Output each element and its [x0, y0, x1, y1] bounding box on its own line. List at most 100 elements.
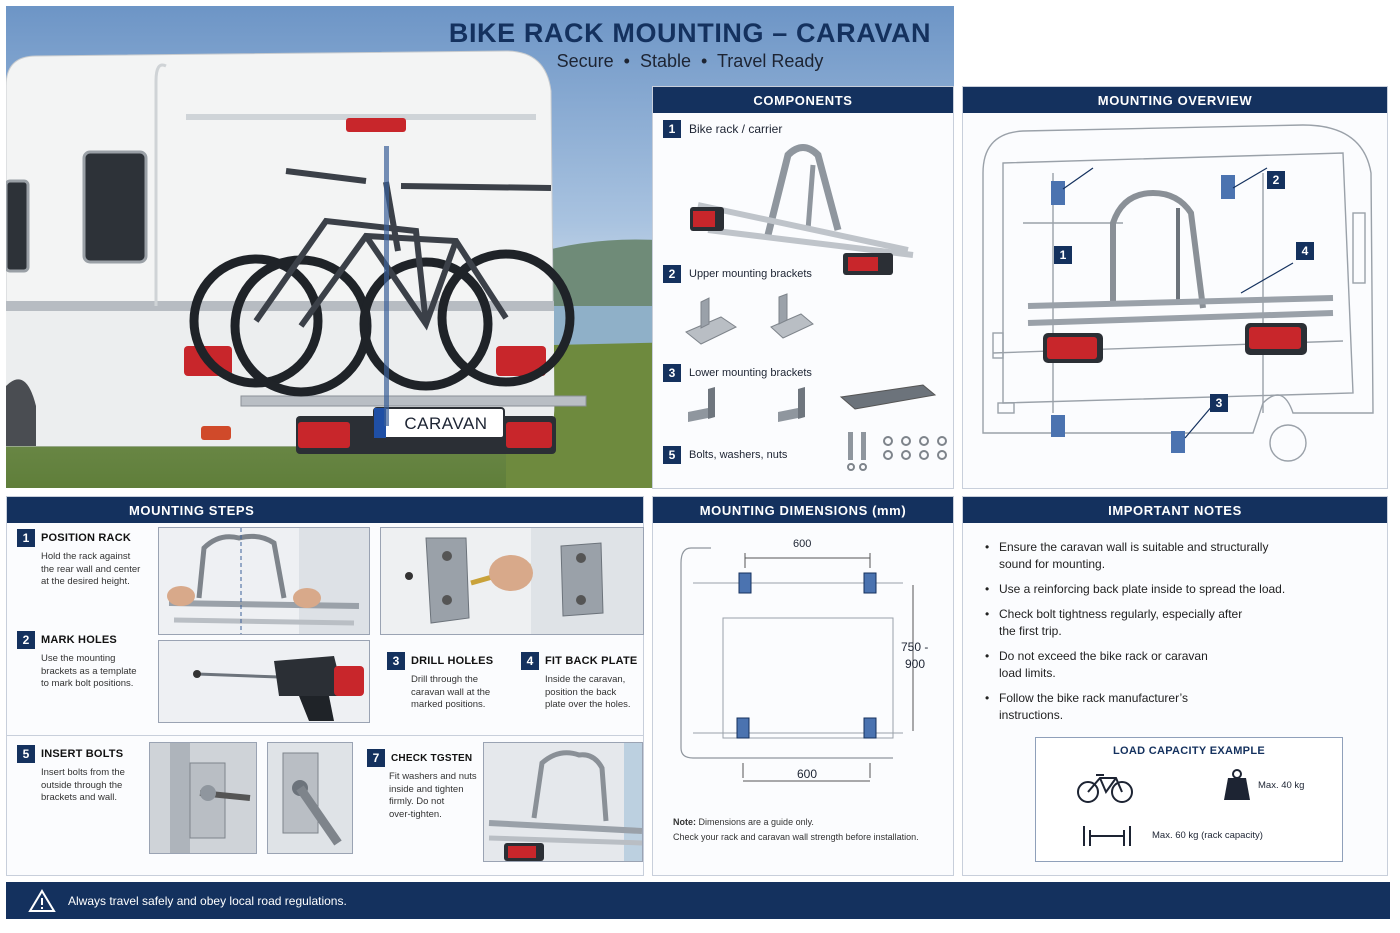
component-number: 5 [663, 446, 681, 464]
step-3: 3 DRILL HOLŁES Drill through the caravan… [387, 652, 515, 712]
dimensions-diagram [680, 547, 914, 782]
steps-divider [7, 735, 643, 736]
step-7: 7 CHECK TGSTEN Fit washers and nuts insi… [367, 749, 483, 821]
step-desc-line: Insert bolts from the [41, 767, 125, 778]
note-item: Ensure the caravan wall is suitable and … [985, 539, 1380, 573]
footer-text: Always travel safely and obey local road… [68, 893, 347, 908]
bicycle-icon [1077, 774, 1133, 803]
step-title: INSERT BOLTS [41, 748, 124, 760]
component-number: 1 [663, 120, 681, 138]
components-heading: COMPONENTS [653, 87, 953, 113]
component-label: Bolts, washers, nuts [689, 449, 788, 461]
rack-icon [1083, 826, 1131, 846]
note-item: Check bolt tightness regularly, especial… [985, 606, 1380, 640]
load-capacity-heading: LOAD CAPACITY EXAMPLE [1113, 745, 1265, 757]
overview-heading: MOUNTING OVERVIEW [963, 87, 1387, 113]
step-number: 3 [387, 652, 405, 670]
step-desc-line: outside through the [41, 779, 123, 791]
page-subtitle: Secure • Stable • Travel Ready [556, 51, 824, 71]
step-desc-line: position the back [545, 686, 617, 698]
component-item-3: 3 Lower mounting brackets [663, 364, 812, 382]
warning-icon [28, 888, 56, 912]
notes-list: Ensure the caravan wall is suitable and … [985, 539, 1380, 732]
caravan-illustration [6, 50, 954, 488]
step-number: 1 [17, 529, 35, 547]
step-2: 2 MARK HOLES Use the mounting brackets a… [17, 631, 157, 691]
step-number: 5 [17, 745, 35, 763]
dimensions-note: Note: Dimensions are a guide only. [673, 817, 814, 827]
step-5-photo-a [149, 742, 257, 854]
component-label: Lower mounting brackets [689, 367, 812, 379]
overview-panel: MOUNTING OVERVIEW [962, 86, 1388, 489]
step-3-photo [158, 640, 370, 723]
dimensions-note-line2: Check your rack and caravan wall strengt… [673, 832, 919, 842]
step-desc-line: to mark bolt positions. [41, 678, 134, 689]
dim-height-line2: 900 [905, 657, 926, 671]
step-desc-line: plate over the holes. [545, 699, 631, 710]
overview-callout-1: 1 [1054, 246, 1072, 264]
step-7-photo [483, 742, 643, 862]
page-title: BIKE RACK MOUNTING – CARAVAN [448, 18, 932, 48]
bike-rack-icon [690, 144, 914, 275]
footer-bar: Always travel safely and obey local road… [6, 882, 1390, 919]
note-item: Do not exceed the bike rack or caravanlo… [985, 648, 1380, 682]
license-plate-text: CARAVAN [404, 414, 488, 433]
dim-bottom-width: 600 [797, 767, 818, 781]
note-text: Dimensions are a guide only. [698, 817, 814, 827]
overview-callout-4: 4 [1296, 242, 1314, 260]
component-item-5: 5 Bolts, washers, nuts [663, 446, 787, 464]
step-5-photo-b [267, 742, 353, 854]
step-title: CHECK TGSTEN [391, 752, 473, 764]
step-desc-line: marked positions. [411, 699, 486, 710]
note-item: Follow the bike rack manufacturer’sinstr… [985, 690, 1380, 724]
step-desc-line: at the desired height. [41, 576, 130, 587]
component-item-2: 2 Upper mounting brackets [663, 265, 812, 283]
component-number: 3 [663, 364, 681, 382]
dimensions-panel: MOUNTING DIMENSIONS (mm) 600 750 - 900 6… [652, 496, 954, 876]
overview-callout-2: 2 [1267, 171, 1285, 189]
dim-height-line1: 750 - [901, 640, 929, 654]
note-label: Note: [673, 817, 696, 827]
notes-heading: IMPORTANT NOTES [963, 497, 1387, 523]
steps-heading: MOUNTING STEPS [7, 497, 643, 523]
step-4: 4 FIT BACK PLATE Inside the caravan, pos… [521, 652, 645, 712]
step-desc-line: Use the mounting [41, 653, 116, 664]
step-desc-line: the rear wall and center [41, 563, 141, 575]
overview-diagram [982, 124, 1374, 462]
load-capacity-box: LOAD CAPACITY EXAMPLE Max. 40 kg Max. 60… [1035, 737, 1343, 862]
step-desc-line: firmly. Do not [389, 796, 445, 807]
lower-bracket-icon [688, 384, 937, 422]
step-desc-line: Fit washers and nuts [389, 771, 477, 782]
step-desc-line: inside and tighten [389, 783, 464, 795]
notes-panel: IMPORTANT NOTES Ensure the caravan wall … [962, 496, 1388, 876]
note-item: Use a reinforcing back plate inside to s… [985, 581, 1380, 598]
step-desc-line: Hold the rack against [41, 551, 131, 562]
step-1-photo [158, 527, 370, 635]
step-desc-line: Drill through the [411, 674, 479, 685]
step-desc-line: brackets as a template [41, 665, 137, 677]
weight-icon [1224, 769, 1250, 800]
component-item-1: 1 Bike rack / carrier [663, 120, 782, 138]
dimensions-heading: MOUNTING DIMENSIONS (mm) [653, 497, 953, 523]
step-desc-line: Inside the caravan, [545, 674, 626, 685]
dim-top-width: 600 [793, 538, 812, 550]
rack-max-load: Max. 60 kg (rack capacity) [1152, 830, 1263, 841]
step-title: POSITION RACK [41, 532, 131, 544]
step-1: 1 POSITION RACK Hold the rack against th… [17, 529, 157, 589]
bike-max-load: Max. 40 kg [1258, 780, 1305, 791]
step-number: 7 [367, 749, 385, 767]
step-desc-line: caravan wall at the [411, 686, 491, 698]
component-number: 2 [663, 265, 681, 283]
component-label: Bike rack / carrier [689, 122, 783, 136]
step-5: 5 INSERT BOLTS Insert bolts from the out… [17, 745, 147, 805]
upper-bracket-icon [685, 293, 814, 345]
step-2-photo [380, 527, 644, 635]
overview-callout-3: 3 [1210, 394, 1228, 412]
step-title: FIT BACK PLATE [545, 655, 638, 667]
steps-panel: MOUNTING STEPS 1 POSITION RACK Hold the … [6, 496, 644, 876]
step-number: 2 [17, 631, 35, 649]
step-desc-line: over-tighten. [389, 808, 442, 820]
step-title: DRILL HOLŁES [411, 655, 494, 667]
step-number: 4 [521, 652, 539, 670]
components-panel: COMPONENTS 1 Bike rack / carrier 2 Upper… [652, 86, 954, 489]
